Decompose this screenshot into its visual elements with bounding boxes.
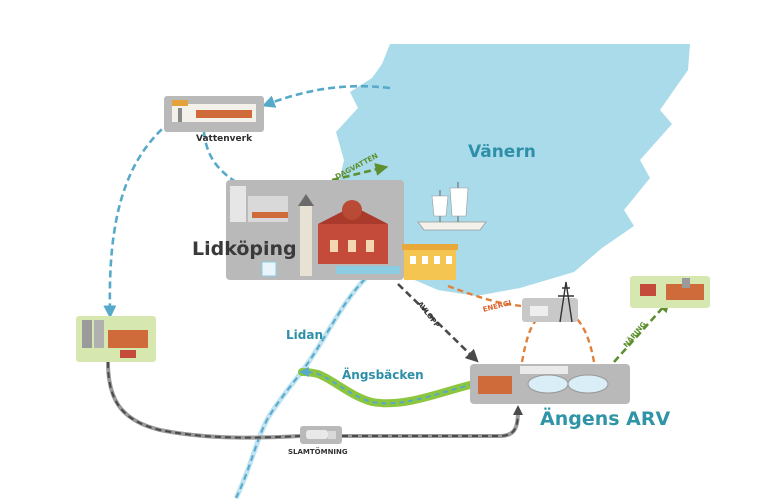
treatment-plant-label: Ängens ARV <box>540 408 671 430</box>
sailing-ship <box>417 182 487 231</box>
sludge-truck <box>300 426 342 444</box>
flow-waterworks-to-city <box>202 131 237 184</box>
flow-energy-city <box>447 284 523 308</box>
flow-farm-to-sludge <box>106 361 301 440</box>
flow-sewage <box>397 283 479 363</box>
treatment-plant-panel <box>470 364 630 404</box>
flow-nutrients <box>613 299 671 363</box>
sludge-label: SLAMTÖMNING <box>288 448 348 456</box>
creek-label: Ängsbäcken <box>342 368 424 382</box>
city-label: Lidköping <box>192 238 297 260</box>
flow-energy-arv-right <box>575 317 596 363</box>
power-substation <box>522 281 578 323</box>
waterworks-panel <box>164 96 264 132</box>
farm-panel-right <box>630 276 710 308</box>
flow-lake-to-waterworks <box>261 84 391 108</box>
flow-energy-arv-left <box>520 317 539 363</box>
lake-vanern-shape <box>336 44 690 296</box>
waterworks-label: Vattenverk <box>196 134 253 144</box>
river-label: Lidan <box>286 328 323 342</box>
lidkoping-panel <box>226 180 458 280</box>
flow-sludge-to-arv <box>342 409 520 438</box>
lake-label: Vänern <box>468 142 536 162</box>
flow-waterworks-to-farm <box>103 120 171 319</box>
flow-sludge-to-arv-dash <box>342 405 523 437</box>
flow-farm-to-sludge-dash <box>107 361 301 439</box>
flow-stormwater <box>331 163 389 182</box>
creek-angsbacken-flow <box>299 367 475 405</box>
farm-panel-left <box>76 316 156 362</box>
